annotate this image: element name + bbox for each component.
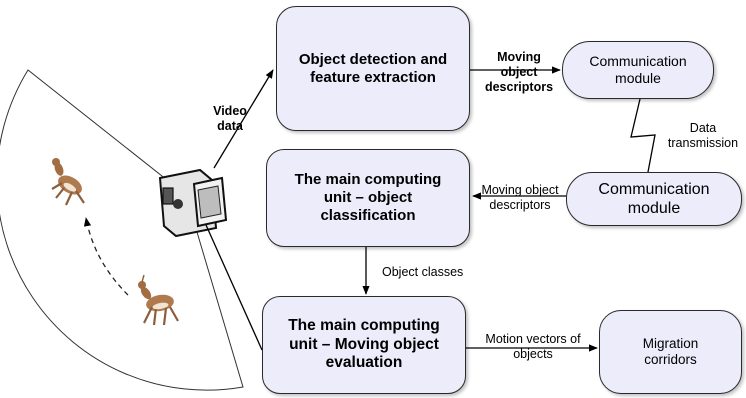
moving-descriptors-mid-label: Moving object descriptors	[481, 183, 559, 212]
object-detection-label: Object detection and feature extraction	[298, 50, 448, 86]
object-detection-box: Object detection and feature extraction	[276, 6, 470, 131]
communication-module-mid-label: Communication module	[598, 180, 710, 217]
migration-corridors-label: Migration corridors	[642, 335, 699, 367]
object-classes-label: Object classes	[382, 265, 464, 279]
data-transmission-label: Data transmission	[667, 121, 739, 150]
communication-module-mid: Communication module	[566, 172, 742, 226]
motion-vectors-label: Motion vectors of objects	[485, 332, 581, 361]
camera-field-of-view	[0, 69, 244, 391]
migration-corridors-box: Migration corridors	[599, 310, 742, 394]
video-data-label: Video data	[213, 104, 247, 133]
evaluation-label: The main computing unit – Moving object …	[288, 317, 440, 372]
camera-to-evaluation-line	[205, 224, 263, 351]
moving-descriptors-top-label: Moving object descriptors	[484, 50, 554, 94]
deer-icon	[51, 158, 85, 206]
video-camera-icon	[158, 168, 228, 238]
video-data-arrow	[213, 69, 274, 169]
classification-label: The main computing unit – object classif…	[294, 171, 442, 224]
classification-box: The main computing unit – object classif…	[266, 149, 470, 247]
communication-module-top-label: Communication module	[589, 53, 687, 86]
deer-icon	[138, 274, 179, 326]
data-transmission-link	[630, 98, 656, 173]
evaluation-box: The main computing unit – Moving object …	[262, 296, 466, 394]
communication-module-top: Communication module	[562, 41, 714, 99]
